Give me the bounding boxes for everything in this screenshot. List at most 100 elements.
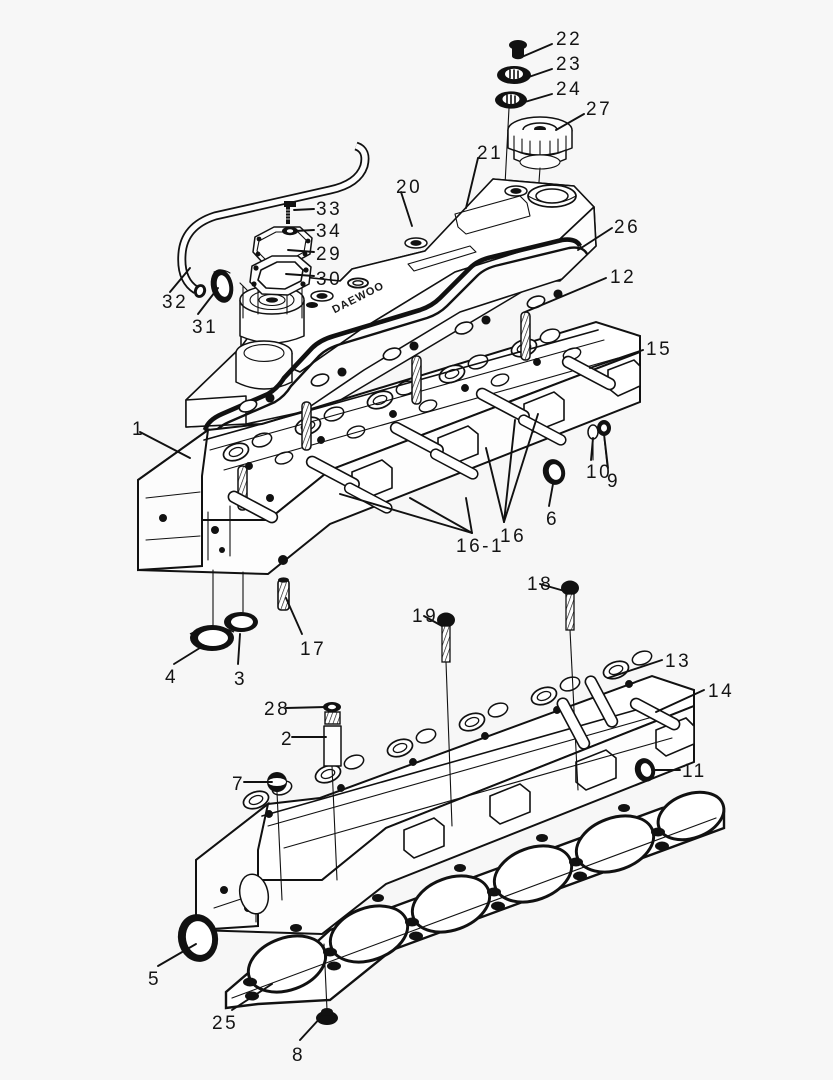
callout-30: 30 [316,269,343,290]
leader-line-32 [169,267,191,293]
seal-ring-11 [634,758,656,782]
leader-line-31 [197,287,219,315]
callout-12: 12 [610,267,637,288]
plug-8 [316,943,338,1025]
callout-33: 33 [316,199,343,220]
callout-21: 21 [477,143,504,164]
plug-7 [267,772,287,901]
cylinder-head-lower-deck-detail [242,650,673,849]
leader-line-16-1 [465,497,473,534]
oil-filler-cap-27 [507,116,573,170]
callout-22: 22 [556,29,583,50]
injector-sleeve-2 [323,702,342,881]
callout-5: 5 [148,969,162,990]
leader-line-19 [423,615,443,627]
callout-23: 23 [556,54,583,75]
head-studs-upper [227,311,616,611]
leader-line-c161b [409,497,473,534]
callout-31: 31 [192,317,219,338]
leader-line-c16c [503,413,539,523]
leader-line-15 [589,349,644,369]
leader-line-13 [607,659,663,679]
washer-24 [495,91,527,109]
seal-ring-4 [189,625,235,651]
callout-24: 24 [556,79,583,100]
seal-ring-6 [542,459,566,485]
callout-7: 7 [232,774,246,795]
callout-13: 13 [665,651,692,672]
callout-8: 8 [292,1045,306,1066]
leader-line-20 [400,191,413,227]
callout-11: 11 [682,761,707,782]
leader-line-33 [293,208,315,211]
leader-line-12 [524,277,607,313]
callout-14: 14 [708,681,735,702]
leader-line-16 [485,447,505,523]
callout-20: 20 [396,177,423,198]
cover-dome-boss [235,340,293,390]
leader-line-9 [603,433,609,469]
leader-line-17 [285,597,303,635]
leader-line-8 [299,1015,323,1041]
callout-3: 3 [234,669,248,690]
callout-32: 32 [162,292,189,313]
leader-line-3 [237,633,241,665]
leader-line-c16b [503,419,516,523]
head-gasket-25 [224,790,726,1010]
cover-emboss-ring [347,277,369,289]
cover-dot [306,302,318,308]
breather-hose-32 [177,141,370,298]
callout-34: 34 [316,221,343,242]
callout-6: 6 [546,509,560,530]
dowel-pin-17 [277,577,290,611]
callout-2: 2 [281,729,295,750]
leader-line-26 [577,227,613,251]
leader-line-21 [465,157,479,209]
leader-line-29 [287,249,315,253]
leader-line-14 [655,689,705,713]
grommet-31 [210,269,234,303]
leader-line-18 [539,583,569,593]
leader-line-5 [157,943,197,967]
bolt-33 [284,201,296,224]
callout-10: 10 [586,462,613,483]
washer-34 [282,226,298,236]
callout-4: 4 [165,667,179,688]
leader-line-34 [294,229,315,232]
callout-29: 29 [316,244,343,265]
leader-line-6 [548,483,554,507]
callout-leader-lines [139,43,705,1041]
leader-line-1 [139,431,191,459]
callout-9: 9 [607,471,621,492]
seal-ring-3 [224,612,258,632]
callout-16-1: 16-1 [456,536,505,557]
washer-23 [497,66,531,84]
leader-line-24 [517,93,553,105]
leader-line-22 [523,43,553,57]
axis-line-22 [504,107,510,186]
callout-16: 16 [500,526,527,547]
leader-line-25 [231,983,273,1011]
leader-line-4 [173,645,204,665]
callout-26: 26 [614,217,641,238]
leader-line-23 [519,68,553,81]
leader-line-c161c [339,493,473,534]
callout-1: 1 [132,419,146,440]
callout-18: 18 [527,574,554,595]
breather-gasket-30 [249,255,312,296]
callout-25: 25 [212,1013,239,1034]
head-bolt-19 [437,612,455,827]
callout-17: 17 [300,639,327,660]
callout-28: 28 [264,699,291,720]
head-studs-lower [556,675,681,750]
callout-15: 15 [646,339,673,360]
leader-line-30 [285,273,315,277]
leader-line-28 [285,706,327,709]
cover-emboss-ring-inner [352,280,364,286]
callout-19: 19 [412,606,439,627]
cap-bolt-22 [509,40,527,60]
callout-27: 27 [586,99,613,120]
leader-line-10 [590,437,594,461]
